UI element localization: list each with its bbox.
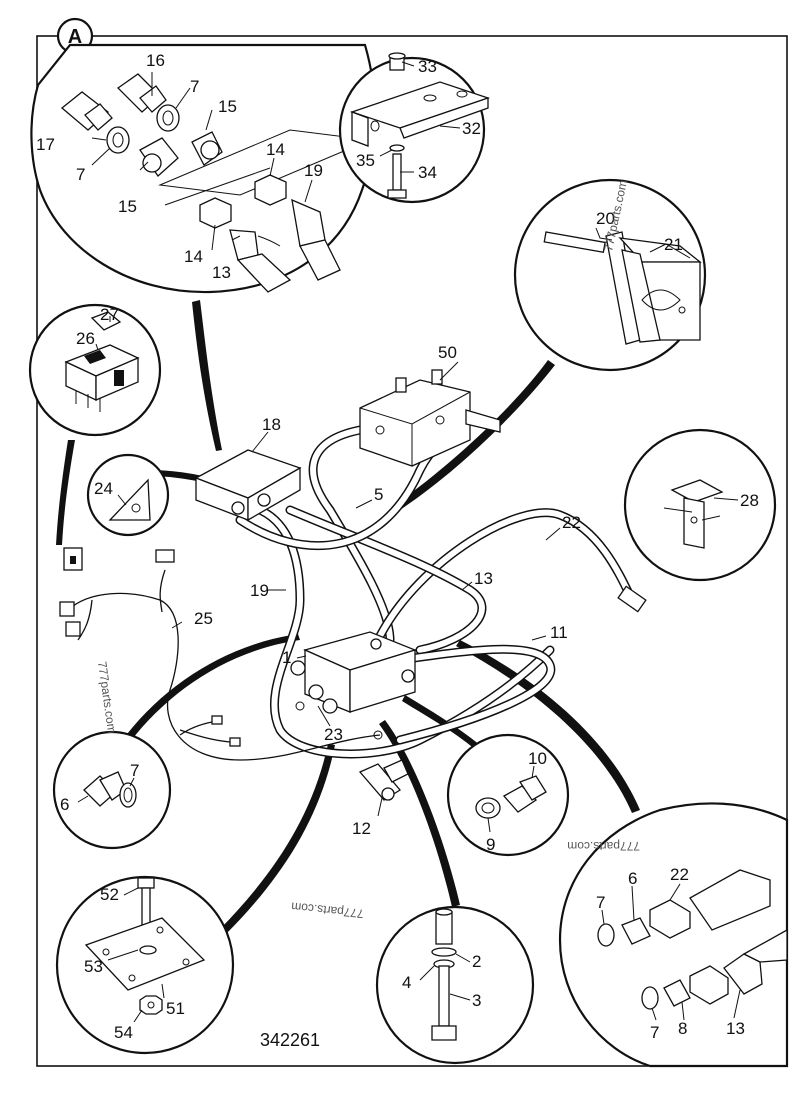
callout-1: 1 [282,648,291,667]
detail-plate-circle [55,875,235,1055]
callout-7: 7 [130,761,139,780]
callout-51: 51 [166,999,185,1018]
fitting-16 [116,73,167,113]
callout-3: 3 [472,991,481,1010]
callout-16: 16 [146,51,165,70]
callout-18: 18 [262,415,281,434]
detail-decal-circle [86,453,170,537]
valve-block-1 [290,631,417,714]
callout-23: 23 [324,725,343,744]
callout-6: 6 [628,869,637,888]
watermark: 777parts.com [291,899,365,921]
callout-25: 25 [194,609,213,628]
control-valve-50 [359,369,501,467]
callout-19: 19 [250,581,269,600]
callout-17: 17 [36,135,55,154]
junction-box-18 [194,449,302,522]
watermark: 777parts.com [95,660,119,734]
callout-54: 54 [114,1023,133,1042]
callout-8: 8 [678,1019,687,1038]
callout-13: 13 [726,1019,745,1038]
fitting-17 [60,91,113,131]
watermark: 777parts.com [567,839,640,853]
callout-34: 34 [418,163,437,182]
callout-21: 21 [664,235,683,254]
callout-22: 22 [562,513,581,532]
detail-clip-circle [623,428,777,582]
callout-13: 13 [212,263,231,282]
callout-24: 24 [94,479,113,498]
leader-lines [77,61,741,1023]
callout-9: 9 [486,835,495,854]
callout-35: 35 [356,151,375,170]
callout-20: 20 [596,209,615,228]
callout-52: 52 [100,885,119,904]
callout-19: 19 [304,161,323,180]
callout-7: 7 [650,1023,659,1042]
callout-32: 32 [462,119,481,138]
callout-2: 2 [472,952,481,971]
callout-6: 6 [60,795,69,814]
frame-border [36,35,788,1067]
detail-adapter-circle [52,730,172,850]
callout-28: 28 [740,491,759,510]
wiring-harness-25 [59,547,383,761]
detail-hose-ends-circle [558,802,789,1068]
callout-12: 12 [352,819,371,838]
callout-15: 15 [218,97,237,116]
callout-14: 14 [184,247,203,266]
callout-15: 15 [118,197,137,216]
callout-labels: 16 7 17 7 15 15 14 14 13 19 33 32 35 34 … [36,51,759,1042]
callout-53: 53 [84,957,103,976]
view-marker-letter: A [68,26,82,48]
callout-7: 7 [596,893,605,912]
detail-switch-circle [28,303,162,437]
callout-5: 5 [374,485,383,504]
detail-stud-circle [375,905,535,1065]
fitting-12 [358,759,409,801]
callout-4: 4 [402,973,411,992]
callout-11: 11 [550,623,568,642]
callout-13: 13 [474,569,493,588]
detail-bracket-circle [338,52,491,204]
detail-plug-circle [446,733,570,857]
callout-7: 7 [190,77,199,96]
drawing-number: 342261 [260,1030,320,1050]
callout-33: 33 [418,57,437,76]
callout-27: 27 [100,305,119,324]
callout-26: 26 [76,329,95,348]
callout-10: 10 [528,749,547,768]
callout-50: 50 [438,343,457,362]
callout-7: 7 [76,165,85,184]
callout-14: 14 [266,140,285,159]
detail-clamp-circle [513,178,707,372]
callout-22: 22 [670,865,689,884]
